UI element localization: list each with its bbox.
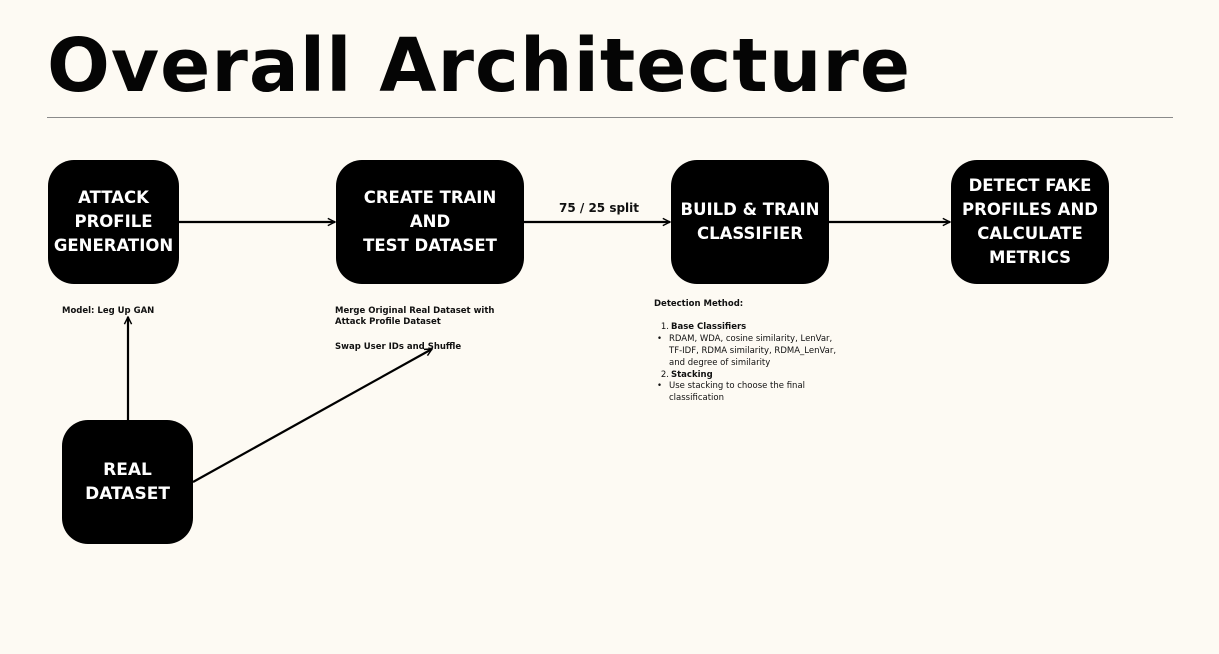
list-bullet-item: • RDAM, WDA, cosine similarity, LenVar, …	[654, 334, 854, 369]
attack-profile-generation-box: ATTACK PROFILE GENERATION	[48, 160, 179, 284]
bullet-glyph: •	[657, 381, 663, 392]
merge-note: Merge Original Real Dataset with Attack …	[335, 306, 495, 327]
model-note: Model: Leg Up GAN	[62, 306, 155, 316]
detection-method-notes: Detection Method: 1. Base Classifiers • …	[654, 299, 854, 405]
list-item: 2. Stacking	[654, 370, 854, 382]
list-item-label: Base Classifiers	[671, 321, 747, 332]
build-train-classifier-box: BUILD & TRAIN CLASSIFIER	[671, 160, 829, 284]
swap-note: Swap User IDs and Shuffle	[335, 342, 462, 352]
page-title: Overall Architecture	[47, 23, 912, 109]
bullet-text: Use stacking to choose the final classif…	[669, 381, 806, 403]
detect-fake-profiles-box: DETECT FAKE PROFILES AND CALCULATE METRI…	[951, 160, 1109, 284]
list-item-label: Stacking	[671, 369, 713, 380]
bullet-text: RDAM, WDA, cosine similarity, LenVar, TF…	[669, 334, 837, 368]
detection-heading: Detection Method:	[654, 299, 744, 309]
list-number: 2.	[660, 369, 669, 380]
list-number: 1.	[660, 321, 669, 332]
split-edge-label: 75 / 25 split	[559, 201, 640, 215]
arrow-real-to-swap	[192, 348, 432, 483]
bullet-glyph: •	[657, 334, 663, 345]
title-divider	[47, 117, 1173, 118]
create-train-test-dataset-box: CREATE TRAIN AND TEST DATASET	[336, 160, 524, 284]
list-item: 1. Base Classifiers	[654, 322, 854, 334]
list-bullet-item: • Use stacking to choose the final class…	[654, 381, 854, 404]
real-dataset-box: REAL DATASET	[62, 420, 193, 544]
